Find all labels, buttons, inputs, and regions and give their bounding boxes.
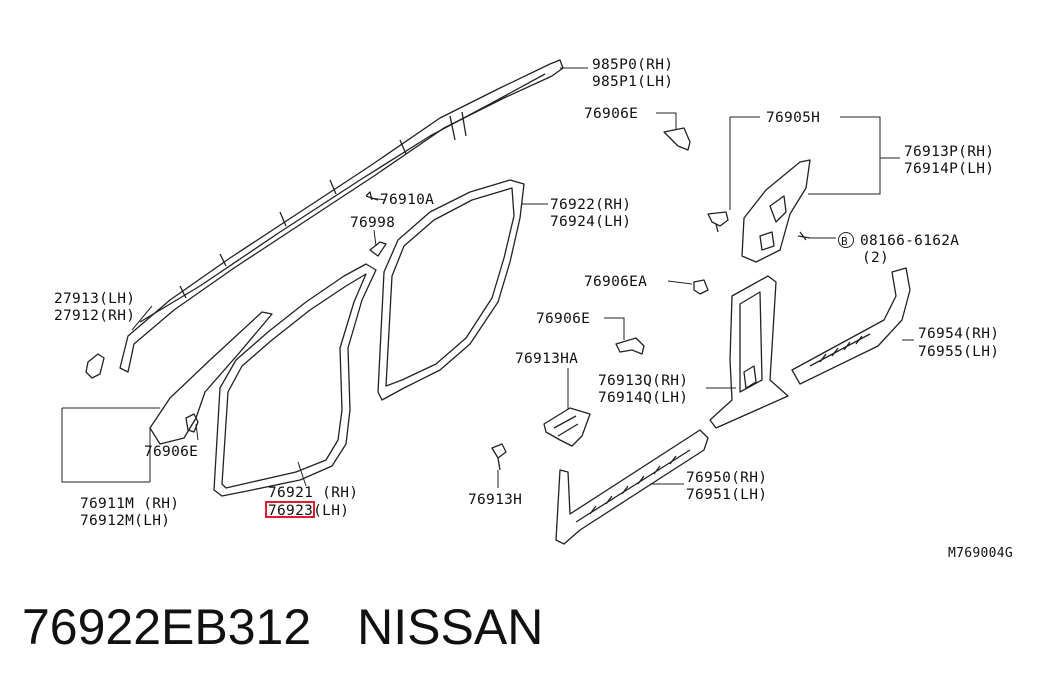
label-76914q: 76914Q(LH) <box>598 390 688 406</box>
clip-76906ea-part <box>693 279 709 295</box>
label-76954: 76954(RH) <box>918 326 999 342</box>
footer-part-number: 76922EB312 <box>22 599 312 655</box>
clip-76905h-part <box>707 211 729 227</box>
label-27912: 27912(RH) <box>54 308 135 324</box>
label-985p1: 985P1(LH) <box>592 74 673 90</box>
label-76951: 76951(LH) <box>686 487 767 503</box>
label-76950: 76950(RH) <box>686 470 767 486</box>
bolt-08166-part <box>797 231 811 241</box>
label-08166-qty: (2) <box>862 250 889 266</box>
label-76924: 76924(LH) <box>550 214 631 230</box>
label-27913: 27913(LH) <box>54 291 135 307</box>
bolt-symbol-icon <box>838 232 854 248</box>
upper-b-pillar-garnish-part <box>741 159 811 263</box>
label-76906e-top: 76906E <box>584 106 638 122</box>
bracket-76913ha-part <box>543 407 591 447</box>
label-76921: 76921 (RH) <box>268 485 358 501</box>
label-76906ea: 76906EA <box>584 274 647 290</box>
highlight-76923 <box>265 501 315 518</box>
label-76905h: 76905H <box>766 110 820 126</box>
label-76955: 76955(LH) <box>918 344 999 360</box>
rear-door-weatherstrip-part <box>377 179 525 401</box>
label-76913h: 76913H <box>468 492 522 508</box>
rear-kicking-plate-part <box>791 267 911 385</box>
label-76910a: 76910A <box>380 192 434 208</box>
label-76922: 76922(RH) <box>550 197 631 213</box>
label-76906e-left: 76906E <box>144 444 198 460</box>
footer-caption: 76922EB312 NISSAN <box>22 598 543 656</box>
clip-76906e-top-part <box>663 127 691 151</box>
label-76913q: 76913Q(RH) <box>598 373 688 389</box>
footer-brand: NISSAN <box>357 599 544 655</box>
clip-76998-part <box>369 241 387 257</box>
bracket-27913-part <box>85 353 105 379</box>
label-76998: 76998 <box>350 215 395 231</box>
leader-lines <box>61 67 914 488</box>
label-76923: 76923(LH) <box>268 503 349 519</box>
curtain-airbag-part <box>119 59 564 373</box>
label-76913p: 76913P(RH) <box>904 144 994 160</box>
a-pillar-garnish-part <box>149 311 273 445</box>
bolt-symbol-letter: B <box>841 235 848 248</box>
lower-b-pillar-garnish-part <box>709 275 789 429</box>
label-76912m: 76912M(LH) <box>80 513 170 529</box>
label-08166: 08166-6162A <box>860 233 959 249</box>
front-door-weatherstrip-part <box>213 263 377 497</box>
label-76911m: 76911M (RH) <box>80 496 179 512</box>
label-985p0: 985P0(RH) <box>592 57 673 73</box>
label-76914p: 76914P(LH) <box>904 161 994 177</box>
drawing-code: M769004G <box>948 546 1013 561</box>
clip-76913h-part <box>491 443 507 459</box>
clip-76906e-mid-part <box>615 337 645 355</box>
label-76906e-mid: 76906E <box>536 311 590 327</box>
label-76913ha: 76913HA <box>515 351 578 367</box>
